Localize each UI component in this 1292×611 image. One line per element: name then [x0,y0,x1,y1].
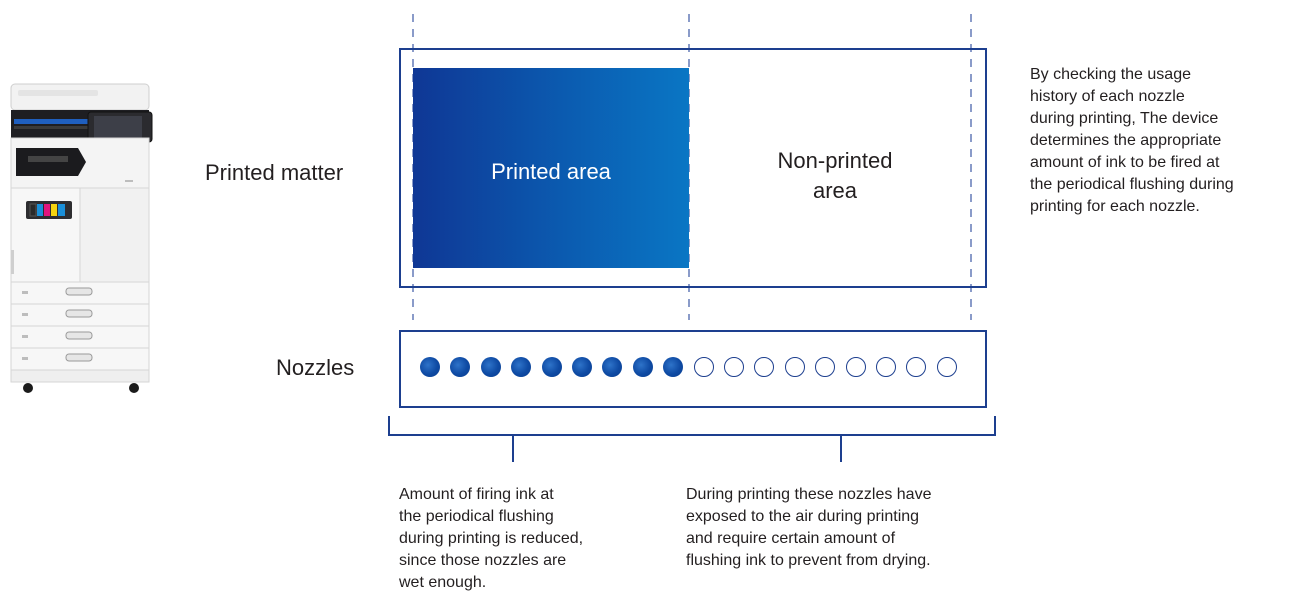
bracket-left-end [388,416,390,436]
nozzle-used [572,357,592,377]
non-printed-area-label: Non-printed area [777,148,893,203]
pointer-right [840,436,842,462]
nozzle-unused [724,357,744,377]
nozzle-row [420,357,980,379]
side-note: By checking the usage history of each no… [1030,66,1234,215]
nozzle-used [450,357,471,377]
printed-matter-label: Printed matter [205,160,344,185]
bracket-right-end [994,416,996,436]
nozzle-unused [693,357,714,377]
printed-area-label: Printed area [491,159,611,184]
nozzles-label: Nozzles [276,355,355,380]
nozzle-used [541,357,562,377]
multifunction-printer-icon [10,83,153,393]
nozzle-used [663,357,684,377]
nozzles-frame [399,330,987,408]
wet-nozzles-note: Amount of firing ink at the periodical f… [399,486,584,591]
nozzle-unused [754,357,775,377]
nozzle-unused [815,357,836,377]
nozzle-used [511,357,532,377]
nozzle-unused [936,357,957,377]
nozzle-unused [876,357,896,377]
exposed-nozzles-note: During printing these nozzles have expos… [686,486,932,569]
bracket-horizontal [388,434,996,436]
nozzle-used [480,357,501,377]
nozzle-unused [784,357,805,377]
nozzle-used [602,357,623,377]
nozzle-unused [845,357,866,377]
nozzle-used [632,357,653,377]
printed-area [413,68,689,268]
printed-matter-frame [399,48,987,288]
nozzle-unused [906,357,927,377]
nozzle-used [420,357,440,377]
pointer-left [512,436,514,462]
